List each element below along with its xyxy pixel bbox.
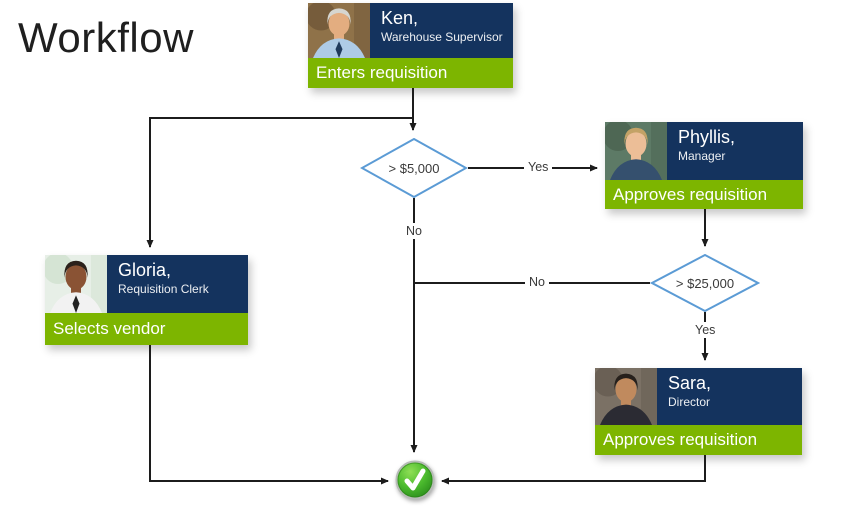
decision-over-25000: > $25,000 — [650, 254, 760, 312]
end-node — [395, 460, 435, 500]
ken-role: Warehouse Supervisor — [381, 29, 503, 44]
diamond-shape — [650, 254, 760, 312]
gloria-action: Selects vendor — [45, 313, 248, 345]
sara-photo — [595, 368, 657, 425]
edge-label-no-1: No — [402, 223, 426, 239]
edge-label-no-2: No — [525, 274, 549, 290]
node-sara: Sara, Director Approves requisition — [595, 368, 802, 455]
ken-name: Ken, — [381, 8, 419, 28]
sara-role: Director — [668, 394, 711, 409]
page-title: Workflow — [18, 14, 194, 61]
gloria-photo — [45, 255, 107, 313]
edge-label-yes-2: Yes — [691, 322, 720, 338]
node-phyllis: Phyllis, Manager Approves requisition — [605, 122, 803, 209]
sara-name: Sara, — [668, 373, 712, 393]
phyllis-action: Approves requisition — [605, 180, 803, 209]
decision-over-5000: > $5,000 — [360, 138, 468, 198]
decision-1-label: > $5,000 — [388, 160, 440, 176]
check-icon — [395, 460, 435, 500]
phyllis-role: Manager — [678, 148, 726, 163]
node-ken: Ken, Warehouse Supervisor Enters requisi… — [308, 3, 513, 88]
ken-action: Enters requisition — [308, 58, 513, 88]
decision-2-label: > $25,000 — [675, 275, 735, 291]
phyllis-photo — [605, 122, 667, 180]
ken-photo — [308, 3, 370, 58]
edge-label-yes-1: Yes — [524, 159, 553, 175]
phyllis-name: Phyllis, — [678, 127, 736, 147]
sara-action: Approves requisition — [595, 425, 802, 455]
node-gloria: Gloria, Requisition Clerk Selects vendor — [45, 255, 248, 345]
gloria-name: Gloria, — [118, 260, 172, 280]
gloria-role: Requisition Clerk — [118, 281, 209, 296]
